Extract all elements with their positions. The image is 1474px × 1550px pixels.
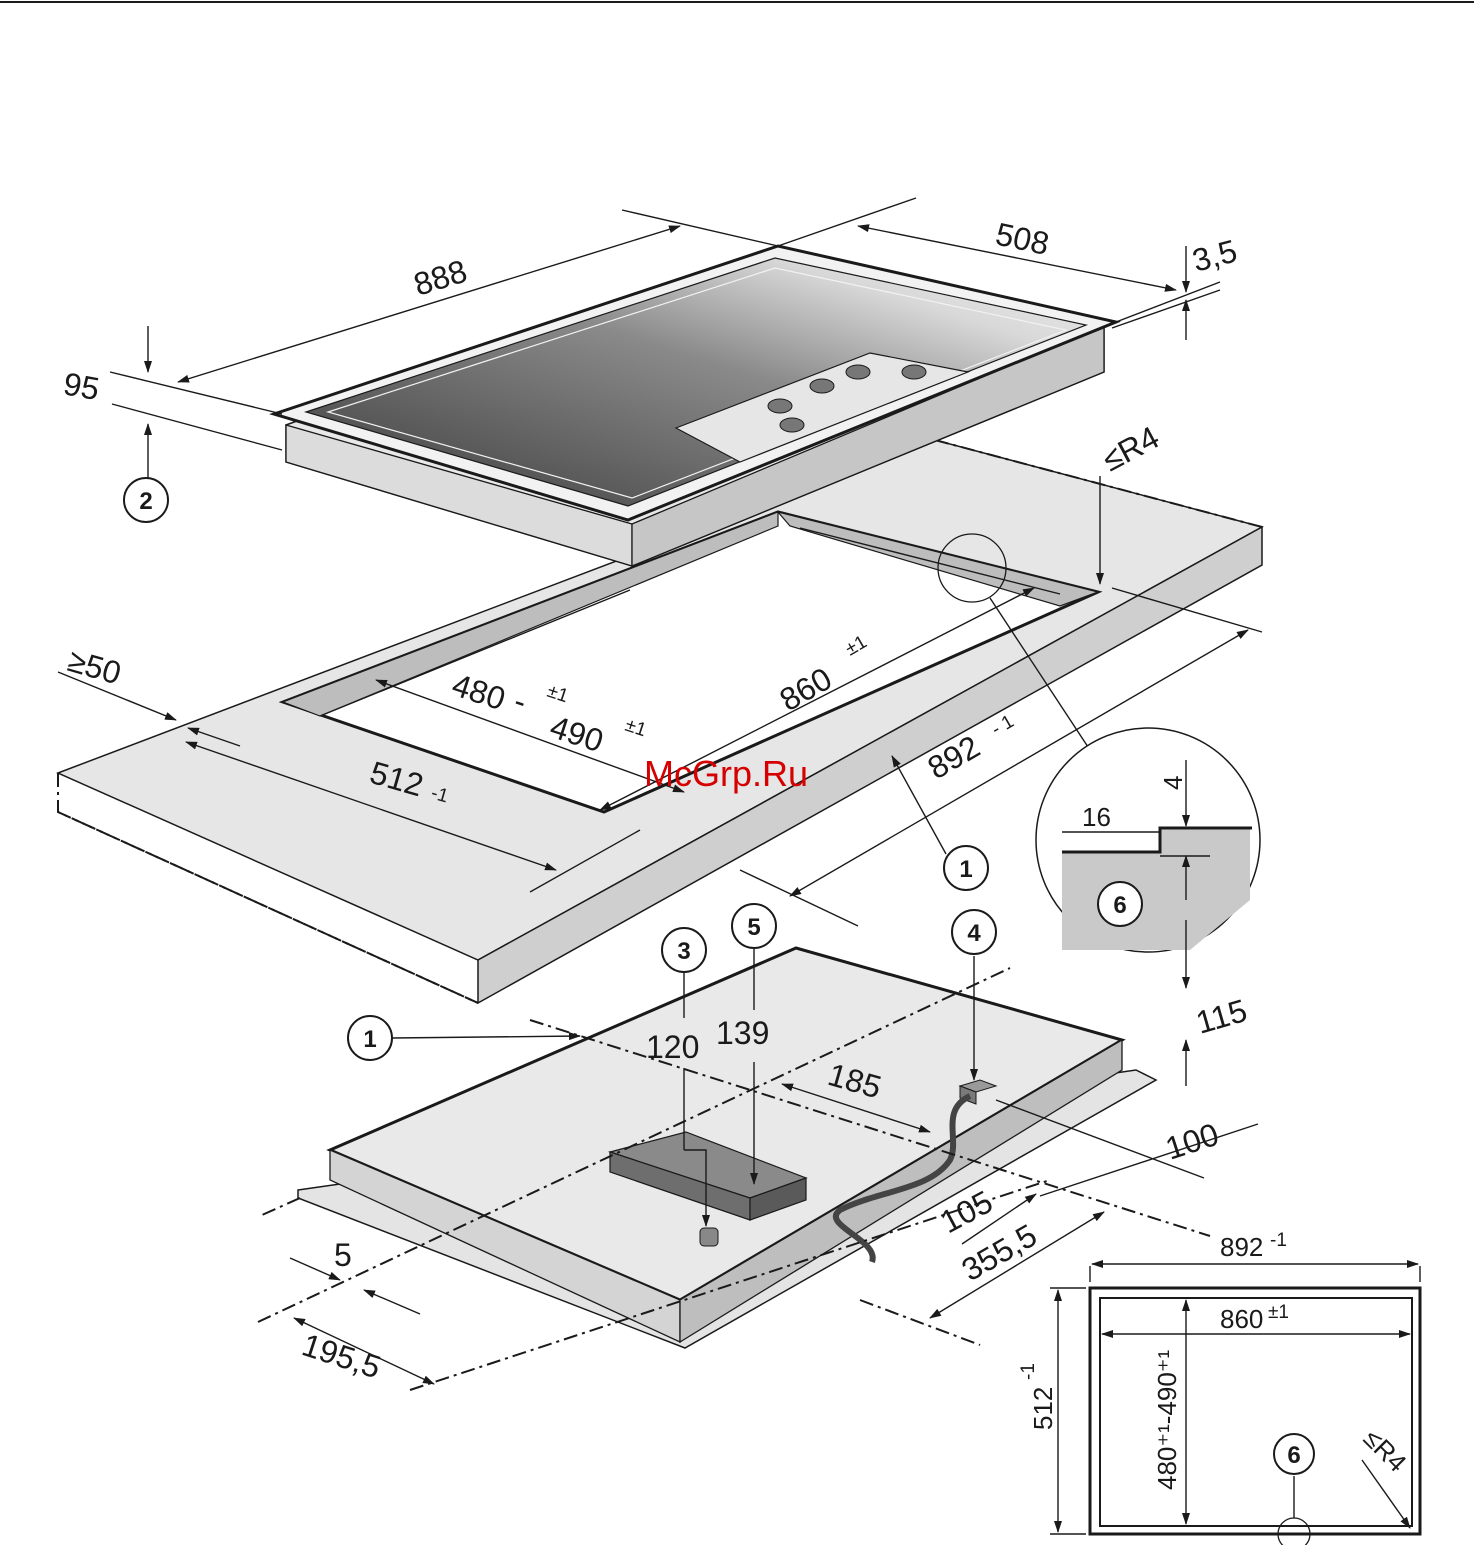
- dim-16: 16: [1082, 802, 1111, 832]
- plan-dim-512-tol: -1: [1018, 1363, 1039, 1380]
- svg-text:6: 6: [1113, 892, 1126, 919]
- watermark-text: McGrp.Ru: [644, 753, 808, 794]
- dim-195-5: 195,5: [298, 1326, 385, 1385]
- svg-text:1: 1: [363, 1026, 376, 1053]
- terminal-connector: [700, 1228, 718, 1246]
- dim-5: 5: [334, 1237, 352, 1273]
- callout-4: 4: [952, 910, 996, 954]
- plan-dim-480-490: 480⁺¹-490⁺¹: [1152, 1349, 1182, 1490]
- plan-dim-860-tol: ±1: [1268, 1302, 1289, 1323]
- callout-1-bottom: 1: [348, 1016, 392, 1060]
- dim-3-5: 3,5: [1188, 232, 1240, 278]
- plan-dim-892-tol: -1: [1270, 1230, 1287, 1251]
- callout-2: 2: [124, 478, 168, 522]
- dim-100: 100: [1161, 1116, 1223, 1167]
- plan-dim-860: 860: [1220, 1304, 1263, 1334]
- svg-text:2: 2: [139, 488, 152, 515]
- callout-6-plan: 6: [1274, 1434, 1314, 1474]
- dim-r4: ≤R4: [1096, 419, 1165, 478]
- dim-4: 4: [1158, 776, 1188, 790]
- svg-text:6: 6: [1287, 1442, 1300, 1469]
- callout-1-top: 1: [944, 846, 988, 890]
- callout-6-detail: 6: [1098, 882, 1142, 926]
- dim-115: 115: [1192, 992, 1251, 1041]
- svg-text:5: 5: [747, 914, 760, 941]
- dim-120: 120: [646, 1029, 699, 1065]
- plan-dim-892: 892: [1220, 1232, 1263, 1262]
- dim-888: 888: [410, 253, 472, 303]
- svg-text:1: 1: [959, 856, 972, 883]
- dim-139: 139: [716, 1015, 769, 1051]
- callout-3: 3: [662, 928, 706, 972]
- svg-text:3: 3: [677, 938, 690, 965]
- dim-95: 95: [61, 365, 102, 407]
- svg-text:4: 4: [967, 920, 981, 947]
- plan-dim-512: 512: [1028, 1387, 1058, 1430]
- dim-50: ≥50: [64, 642, 125, 691]
- callout-5: 5: [732, 904, 776, 948]
